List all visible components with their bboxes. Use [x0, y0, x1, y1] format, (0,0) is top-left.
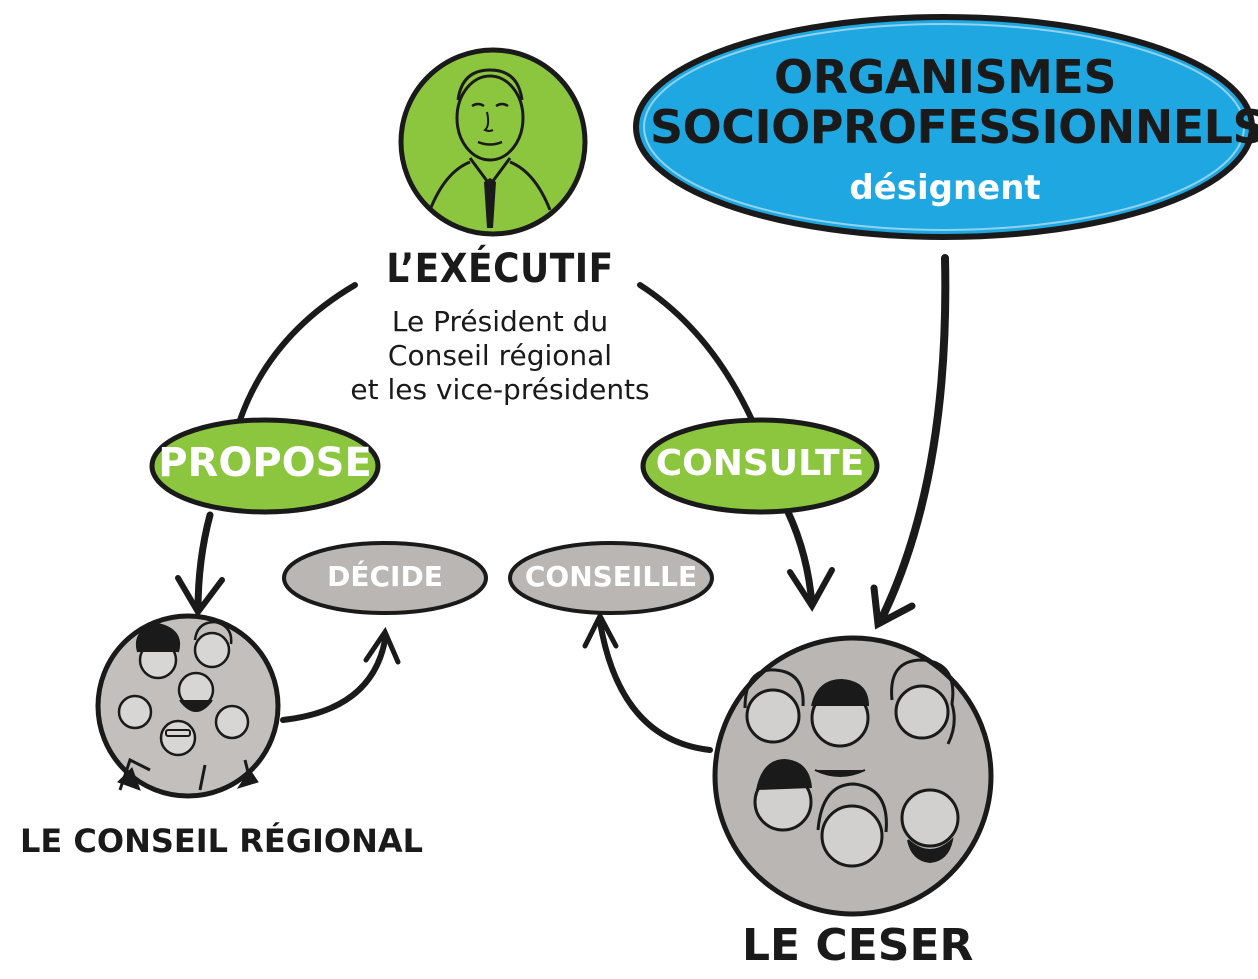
conseille-label: CONSEILLE: [524, 560, 698, 593]
arrow-conseil-to-decide: [280, 637, 388, 723]
executive-portrait: [398, 47, 588, 237]
conseil-regional-label: LE CONSEIL RÉGIONAL: [20, 822, 424, 860]
propose-label: PROPOSE: [158, 440, 372, 486]
organisms-title-line: SOCIOPROFESSIONNELS: [650, 100, 1258, 154]
executive-subtitle-line: Conseil régional: [387, 339, 613, 372]
organisms-title-line: ORGANISMES: [774, 50, 1116, 104]
decide-label: DÉCIDE: [327, 560, 443, 593]
arrow-consulte-to-ceser: [784, 508, 816, 609]
arrow-organisms-to-ceser: [876, 254, 950, 626]
consulte-label: CONSULTE: [655, 443, 865, 484]
executive-subtitle: Le Président du Conseil régional et les …: [330, 305, 670, 407]
executive-subtitle-line: et les vice-présidents: [350, 373, 650, 406]
consulte-pill: [640, 417, 880, 515]
organisms-ellipse: [633, 14, 1255, 240]
executive-title: L’EXÉCUTIF: [386, 246, 614, 292]
conseille-pill: [508, 541, 714, 615]
arrow-propose-to-conseil: [194, 511, 214, 614]
connector-arrows: [175, 254, 950, 753]
conseil-regional-portrait: [95, 613, 281, 799]
organisms-title: ORGANISMES SOCIOPROFESSIONNELS: [650, 50, 1258, 154]
ceser-label: LE CESER: [742, 920, 974, 971]
ceser-portrait: [712, 635, 994, 917]
decide-pill: [282, 541, 488, 615]
organisms-verb: désignent: [849, 168, 1041, 208]
executive-subtitle-line: Le Président du: [391, 305, 609, 338]
arrow-executive-to-propose: [237, 282, 358, 423]
arrow-executive-to-consulte: [637, 282, 755, 423]
propose-pill: [149, 417, 381, 515]
arrow-ceser-to-conseille: [597, 619, 713, 753]
